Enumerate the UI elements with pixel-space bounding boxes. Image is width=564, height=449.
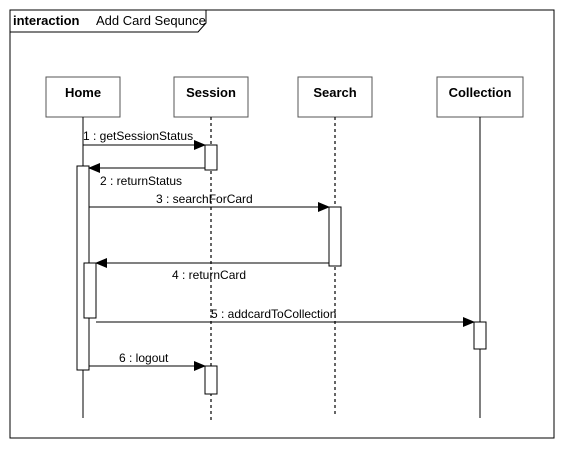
lifeline-label-search: Search xyxy=(313,85,356,100)
activation-collection xyxy=(473,321,487,350)
activation-session-2 xyxy=(204,365,218,395)
lifeline-head-search xyxy=(297,76,373,118)
lifeline-label-home: Home xyxy=(65,85,101,100)
activation-search xyxy=(328,206,342,267)
lifeline-label-collection: Collection xyxy=(449,85,512,100)
activation-session-1 xyxy=(204,144,218,171)
interaction-frame xyxy=(9,9,555,439)
frame-keyword: interaction xyxy=(13,13,80,28)
message-label-2: 2 : returnStatus xyxy=(100,174,182,188)
lifeline-head-home xyxy=(45,76,121,118)
message-label-6: 6 : logout xyxy=(119,351,169,365)
frame-tab xyxy=(9,9,207,33)
activation-home-nested xyxy=(83,262,97,319)
message-label-5: 5 : addcardToCollection xyxy=(211,307,336,321)
lifeline-head-collection xyxy=(436,76,524,118)
frame-name: Add Card Sequnce xyxy=(96,13,206,28)
message-label-1: 1 : getSessionStatus xyxy=(83,129,193,143)
message-label-4: 4 : returnCard xyxy=(172,268,246,282)
lifeline-label-session: Session xyxy=(186,85,236,100)
message-label-3: 3 : searchForCard xyxy=(156,192,253,206)
